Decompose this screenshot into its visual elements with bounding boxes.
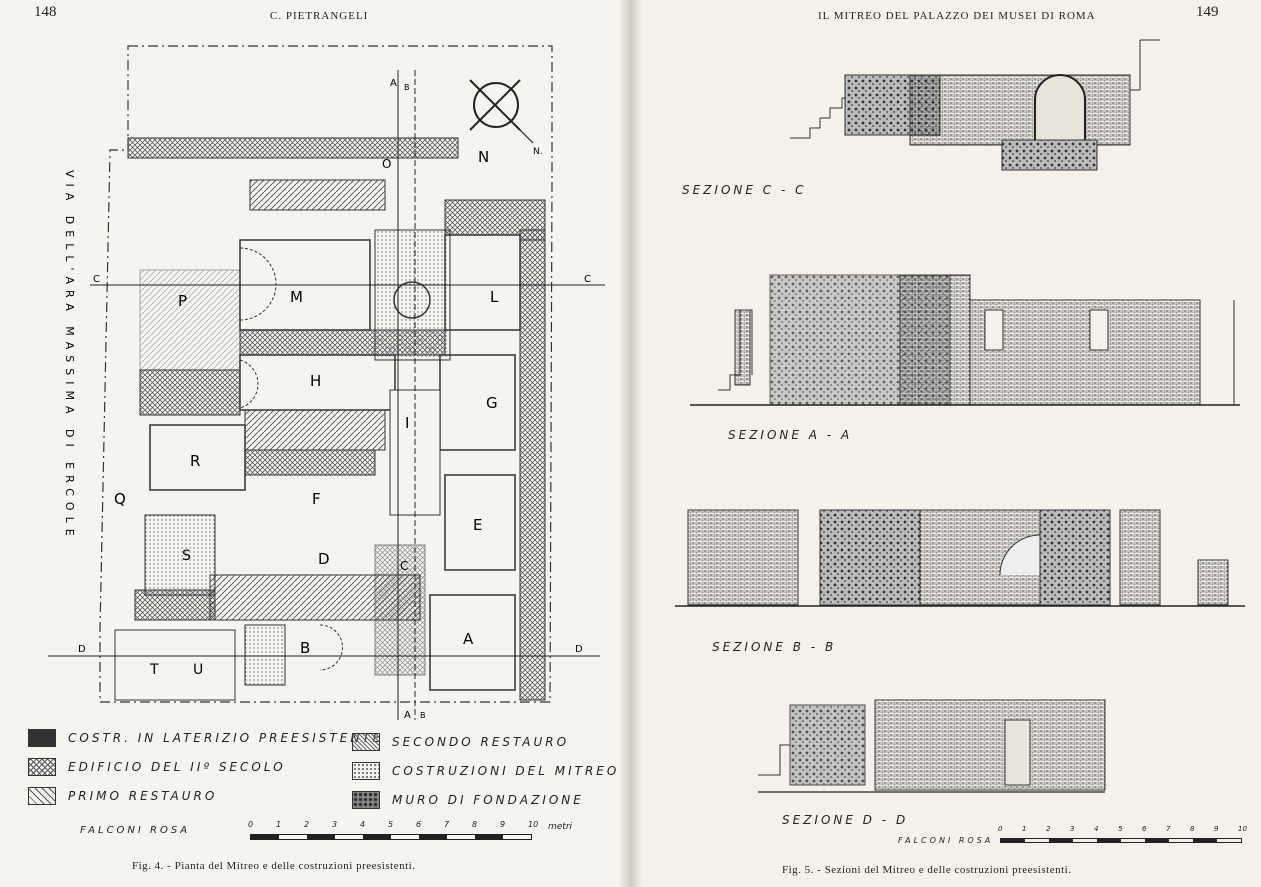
room-label: Q: [114, 490, 126, 508]
scale-tick-label: 9: [1214, 825, 1219, 833]
legend-item: COSTR. IN LATERIZIO PREESISTENTE: [28, 729, 383, 747]
scale-tick-label: 0: [248, 820, 254, 829]
room-label: P: [178, 292, 187, 310]
room-label: T: [149, 662, 159, 678]
scale-tick-label: 3: [1070, 825, 1075, 833]
legend-swatch: [352, 791, 380, 809]
room-label: U: [193, 662, 203, 678]
section-mark: B: [404, 83, 410, 92]
room-label: B: [300, 639, 310, 657]
running-head: IL MITREO DEL PALAZZO DEI MUSEI DI ROMA: [818, 10, 1096, 22]
scale-bar: 0 1 2 3 4 5 6 7 8 9 10: [998, 825, 1250, 845]
scale-unit: metri: [548, 822, 573, 832]
scale-tick-label: 2: [304, 820, 310, 829]
page-number: 148: [34, 4, 57, 20]
room-label: A: [463, 630, 474, 648]
scale-tick-label: 8: [472, 820, 478, 829]
scale-tick-label: 5: [388, 820, 394, 829]
scale-tick-label: 6: [1142, 825, 1147, 833]
plan-drawing: N.: [48, 45, 605, 721]
scale-tick-label: 10: [528, 820, 539, 829]
page-number: 149: [1196, 4, 1219, 20]
scale-tick-label: 3: [332, 820, 338, 829]
scale-tick-label: 9: [500, 820, 506, 829]
section-mark: B: [420, 711, 426, 720]
scale-tick-label: 4: [1094, 825, 1099, 833]
section-mark: A: [390, 78, 397, 89]
right-page: IL MITREO DEL PALAZZO DEI MUSEI DI ROMA …: [630, 0, 1261, 887]
room-label: R: [190, 452, 200, 470]
scale-tick-label: 1: [1022, 825, 1027, 833]
scale-tick-label: 8: [1190, 825, 1195, 833]
room-label: D: [318, 550, 330, 568]
legend-item: COSTRUZIONI DEL MITREO: [352, 762, 619, 780]
section-mark: D: [575, 644, 583, 655]
section-b-b: [675, 509, 1245, 607]
running-head: C. PIETRANGELI: [270, 10, 369, 22]
room-label: L: [490, 288, 499, 306]
legend-item: EDIFICIO DEL IIº SECOLO: [28, 758, 286, 776]
book-gutter: [618, 0, 642, 887]
section-label: SEZIONE D - D: [782, 813, 909, 827]
legend-swatch: [28, 787, 56, 805]
scale-tick-label: 2: [1046, 825, 1051, 833]
scale-tick-label: 10: [1238, 825, 1247, 833]
legend-swatch: [28, 758, 56, 776]
legend-item: PRIMO RESTAURO: [28, 787, 217, 805]
section-label: SEZIONE C - C: [682, 183, 807, 197]
section-c-c: [790, 39, 1160, 171]
street-label: VIA DELL'ARA MASSIMA DI ERCOLE: [63, 170, 76, 542]
room-label: G: [486, 394, 498, 412]
scale-tick-label: 0: [998, 825, 1003, 833]
room-label: N: [478, 148, 489, 166]
legend-swatch: [352, 733, 380, 751]
figure-caption: Fig. 4. - Pianta del Mitreo e delle cost…: [132, 860, 416, 872]
room-label: I: [405, 414, 409, 432]
north-mark: N.: [533, 147, 543, 157]
signature: FALCONI ROSA: [80, 825, 191, 836]
scale-tick-label: 4: [360, 820, 366, 829]
signature: FALCONI ROSA: [898, 836, 994, 845]
section-label: SEZIONE A - A: [728, 428, 853, 442]
legend-swatch: [28, 729, 56, 747]
scale-tick-label: 1: [276, 820, 282, 829]
room-label: H: [310, 372, 321, 390]
section-mark: D: [78, 644, 86, 655]
room-label: E: [473, 516, 482, 534]
scale-bar: 0 1 2 3 4 5 6 7 8 9 10 metri: [248, 820, 572, 840]
room-label: F: [312, 490, 321, 508]
room-label: C: [400, 559, 408, 573]
room-label: S: [182, 548, 191, 564]
section-mark: C: [93, 274, 100, 285]
section-mark: C: [584, 274, 591, 285]
scale-tick-label: 7: [1166, 825, 1171, 833]
section-a-a: [690, 274, 1240, 406]
section-label: SEZIONE B - B: [712, 640, 837, 654]
legend-item: SECONDO RESTAURO: [352, 733, 569, 751]
room-label: M: [290, 288, 303, 306]
legend-item: MURO DI FONDAZIONE: [352, 791, 584, 809]
legend-swatch: [352, 762, 380, 780]
room-label: O: [382, 157, 391, 171]
figure-caption: Fig. 5. - Sezioni del Mitreo e delle cos…: [782, 864, 1072, 876]
scale-tick-label: 7: [444, 820, 450, 829]
left-page: 148 C. PIETRANGELI N.: [0, 0, 630, 887]
scale-tick-label: 5: [1118, 825, 1123, 833]
scale-tick-label: 6: [416, 820, 422, 829]
sections-drawing: [675, 39, 1245, 793]
section-d-d: [758, 699, 1106, 793]
section-mark: A: [404, 710, 411, 721]
